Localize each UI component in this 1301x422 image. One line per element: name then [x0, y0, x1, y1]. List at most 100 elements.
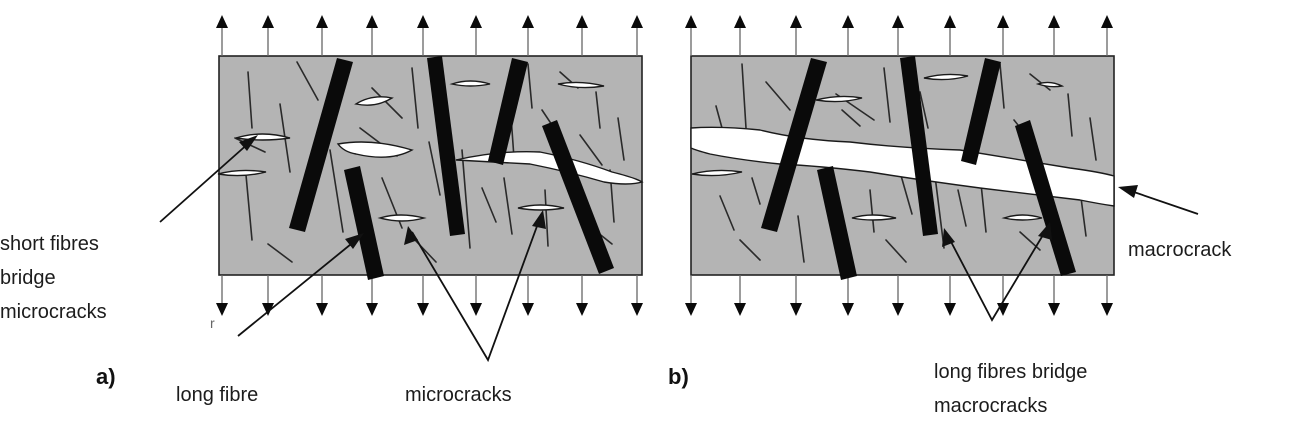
- microcrack: [815, 95, 863, 103]
- long-fibres-a: [289, 56, 614, 280]
- arrow-down-icon: [522, 275, 534, 316]
- label-microcracks: microcracks: [405, 384, 512, 406]
- long-fibre: [488, 58, 528, 165]
- short-fibre: [797, 215, 805, 263]
- microcrack: [557, 81, 605, 89]
- short-fibre: [411, 67, 419, 129]
- microcrack: [1035, 81, 1065, 88]
- arrow-down-icon: [1101, 275, 1113, 316]
- arrow-up-icon: [790, 15, 802, 56]
- short-fibre: [883, 67, 891, 123]
- arrow-down-icon: [417, 275, 429, 316]
- label-macrocrack: macrocrack: [1128, 239, 1232, 261]
- short-fibre: [527, 63, 533, 109]
- arrow-up-icon: [1101, 15, 1113, 56]
- tension-arrows-top-b: [685, 15, 1113, 56]
- long-fibre: [761, 58, 827, 232]
- pointer-long-fibre: [237, 239, 357, 337]
- arrow-down-icon: [216, 275, 228, 316]
- arrow-down-icon: [316, 275, 328, 316]
- arrowhead-icon: [345, 233, 364, 249]
- arrow-down-icon: [470, 275, 482, 316]
- label-long-fibres-bridge: long fibres bridge macrocracks: [934, 361, 1093, 417]
- arrow-down-icon: [262, 275, 274, 316]
- arrow-up-icon: [892, 15, 904, 56]
- arrowhead-icon: [532, 210, 546, 229]
- labels-a: short fibres bridge microcracks a) long …: [0, 233, 512, 406]
- long-fibre: [1015, 120, 1076, 276]
- arrow-down-icon: [734, 275, 746, 316]
- arrow-up-icon: [576, 15, 588, 56]
- arrow-down-icon: [685, 275, 697, 316]
- arrowhead-icon: [239, 135, 258, 151]
- short-fibre: [999, 63, 1005, 109]
- long-fibre: [344, 166, 384, 280]
- short-fibre: [296, 61, 319, 101]
- short-fibre: [544, 189, 549, 247]
- arrow-up-icon: [316, 15, 328, 56]
- short-fibre: [957, 189, 967, 227]
- arrow-up-icon: [685, 15, 697, 56]
- tension-arrows-bottom-b: [685, 275, 1113, 316]
- panel-letter-a: a): [96, 364, 116, 389]
- microcrack: [377, 214, 427, 222]
- long-fibre: [817, 166, 857, 280]
- long-fibre: [289, 58, 353, 232]
- short-fibre: [481, 187, 497, 223]
- short-fibre: [841, 109, 861, 127]
- pointer-long-fibres: [947, 229, 1047, 322]
- arrow-up-icon: [997, 15, 1009, 56]
- short-fibre: [1089, 117, 1097, 161]
- panel-b: b) macrocrack long fibres bridge macrocr…: [668, 15, 1232, 417]
- arrow-up-icon: [522, 15, 534, 56]
- arrowhead-icon: [404, 226, 418, 245]
- long-fibres-b: [761, 56, 1076, 280]
- pointer-microcracks: [411, 217, 541, 363]
- microcrack: [1001, 214, 1043, 221]
- short-fibre: [885, 239, 907, 263]
- microcrack: [336, 141, 414, 158]
- long-fibre: [961, 58, 1001, 165]
- label-line: bridge: [0, 267, 56, 289]
- short-fibre: [741, 63, 747, 129]
- short-fibre: [579, 134, 603, 166]
- short-fibre: [461, 149, 471, 249]
- arrow-up-icon: [842, 15, 854, 56]
- arrowhead-icon: [942, 228, 955, 247]
- arrow-down-icon: [366, 275, 378, 316]
- short-fibre: [751, 177, 761, 205]
- short-fibre: [739, 239, 761, 261]
- arrow-up-icon: [631, 15, 643, 56]
- panel-a: short fibres bridge microcracks a) long …: [0, 15, 644, 406]
- arrow-up-icon: [1048, 15, 1060, 56]
- arrow-up-icon: [417, 15, 429, 56]
- long-fibre: [427, 56, 465, 236]
- short-fibre: [899, 171, 913, 215]
- microcrack: [923, 73, 969, 81]
- long-fibre: [542, 120, 614, 274]
- pointer-arrows-a: [159, 135, 546, 363]
- arrow-down-icon: [892, 275, 904, 316]
- label-long-fibre: long fibre: [176, 384, 258, 406]
- short-fibre: [919, 91, 929, 129]
- microcrack: [517, 204, 565, 211]
- arrow-down-icon: [944, 275, 956, 316]
- short-fibre: [595, 91, 601, 129]
- short-fibre: [1067, 93, 1073, 137]
- label-line: macrocracks: [934, 395, 1047, 417]
- short-fibre: [267, 243, 293, 263]
- microcrack: [217, 169, 267, 177]
- labels-b: b) macrocrack long fibres bridge macrocr…: [668, 239, 1232, 417]
- pointer-arrows-b: [942, 185, 1199, 322]
- short-fibre: [934, 175, 945, 249]
- arrow-up-icon: [944, 15, 956, 56]
- arrow-up-icon: [262, 15, 274, 56]
- pointer-macrocrack: [1127, 189, 1199, 215]
- pointer-short-fibres: [159, 141, 251, 223]
- short-fibre: [765, 81, 791, 111]
- short-fibre: [247, 71, 253, 129]
- label-line: long fibres bridge: [934, 361, 1087, 383]
- panel-letter-b: b): [668, 364, 689, 389]
- short-fibre: [371, 87, 403, 119]
